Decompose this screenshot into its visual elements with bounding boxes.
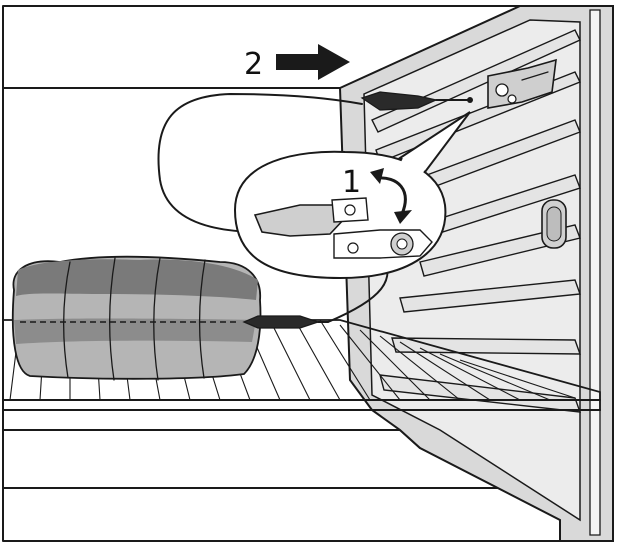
rotate-arrow-icon [370,168,412,224]
probe-plug [360,91,473,111]
push-arrow-icon [276,44,350,80]
probe-socket [487,58,557,109]
socket-flap-detail [253,197,433,259]
meat-probe [242,315,329,329]
meat-roast [11,255,262,381]
wall-lamp [541,199,567,249]
step-2-label: 2 [244,47,263,82]
step-1-label: 1 [342,165,361,200]
